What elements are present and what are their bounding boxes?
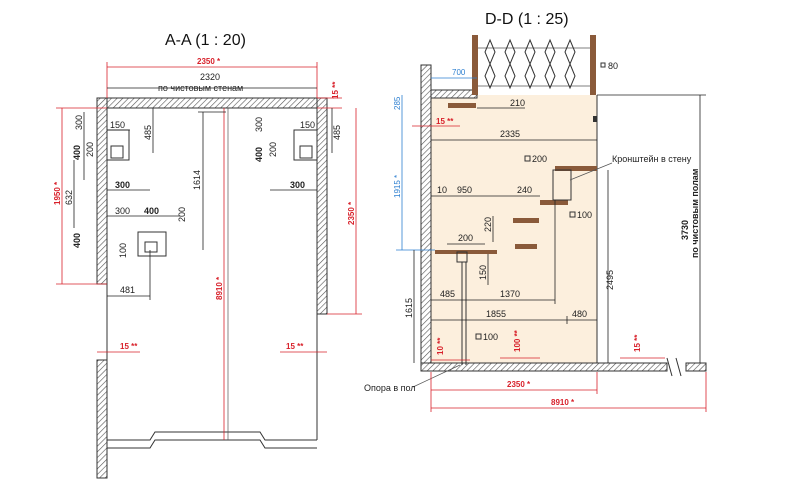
svg-text:400: 400 (254, 147, 264, 162)
dd-shelf-3 (513, 218, 539, 223)
svg-text:400: 400 (72, 145, 82, 160)
svg-text:300: 300 (115, 206, 130, 216)
aa-left-wall (96, 97, 108, 285)
section-dd-title: D-D (1 : 25) (485, 11, 569, 28)
dd-left-wall (420, 64, 432, 366)
svg-text:1855: 1855 (486, 309, 506, 319)
svg-text:632: 632 (64, 190, 74, 205)
section-aa: A-A (1 : 20) 2350 * 2320 по чистовым сте… (53, 32, 362, 479)
aa-dim-15-right: 15 ** (286, 342, 304, 351)
section-dd: D-D (1 : 25) 80 (364, 11, 707, 412)
aa-dim-15-left: 15 ** (120, 342, 138, 351)
dd-shelf-top (448, 103, 476, 108)
aa-dim-top-caption: по чистовым стенам (158, 83, 243, 93)
aa-break-line (107, 431, 317, 441)
dd-dim-15: 15 ** (436, 117, 454, 126)
svg-text:10: 10 (437, 185, 447, 195)
aa-bracket-upper-left (106, 129, 130, 161)
svg-text:10 **: 10 ** (436, 337, 445, 355)
svg-text:1370: 1370 (500, 289, 520, 299)
svg-text:485: 485 (332, 125, 342, 140)
svg-text:200: 200 (177, 207, 187, 222)
svg-text:150: 150 (300, 120, 315, 130)
svg-text:по чистовым полам: по чистовым полам (690, 168, 700, 258)
svg-text:480: 480 (572, 309, 587, 319)
aa-dim-1614: 1614 (192, 170, 202, 190)
dd-step-block-1 (552, 169, 572, 201)
aa-bracket-middle (137, 231, 167, 257)
dd-shelf-4 (515, 244, 537, 249)
svg-text:150: 150 (478, 265, 488, 280)
svg-text:300: 300 (115, 180, 130, 190)
svg-text:150: 150 (110, 120, 125, 130)
svg-text:2335: 2335 (500, 129, 520, 139)
svg-text:220: 220 (483, 217, 493, 232)
dd-dim-285: 285 (393, 96, 402, 110)
dd-dim-700: 700 (452, 68, 466, 77)
dd-dim-2350: 2350 * (507, 380, 531, 389)
dd-railing (472, 35, 606, 95)
svg-text:300: 300 (290, 180, 305, 190)
aa-dim-2350-right: 2350 * (347, 201, 356, 225)
dd-dim-8910: 8910 * (551, 398, 575, 407)
aa-left-wall-lower (96, 359, 108, 479)
svg-text:300: 300 (254, 117, 264, 132)
aa-dim-top-red: 2350 * (197, 57, 221, 66)
svg-text:1615: 1615 (404, 298, 414, 318)
dd-floor (420, 362, 668, 372)
dd-dim-1915: 1915 * (393, 175, 402, 198)
svg-text:200: 200 (458, 233, 473, 243)
svg-text:300: 300 (74, 115, 84, 130)
dd-label-support: Опора в пол (364, 383, 416, 393)
svg-text:80: 80 (608, 61, 618, 71)
svg-text:3730: 3730 (680, 220, 690, 240)
svg-text:100: 100 (577, 210, 592, 220)
svg-text:100: 100 (118, 243, 128, 258)
aa-dim-top-black: 2320 (200, 72, 220, 82)
svg-text:485: 485 (440, 289, 455, 299)
aa-top-wall (96, 97, 328, 109)
svg-text:200: 200 (85, 142, 95, 157)
aa-right-wall (316, 97, 328, 315)
svg-text:2495: 2495 (605, 270, 615, 290)
section-aa-title: A-A (1 : 20) (165, 32, 246, 49)
dd-shelf-2 (540, 200, 568, 205)
svg-text:100 **: 100 ** (513, 329, 522, 352)
svg-text:100: 100 (483, 332, 498, 342)
svg-text:200: 200 (532, 154, 547, 164)
svg-text:210: 210 (510, 98, 525, 108)
svg-text:15 **: 15 ** (633, 334, 642, 352)
svg-text:200: 200 (268, 142, 278, 157)
aa-dim-15-top: 15 ** (331, 81, 340, 99)
svg-text:950: 950 (457, 185, 472, 195)
aa-dim-1950: 1950 * (53, 181, 62, 205)
aa-dim-8910: 8910 * (215, 276, 224, 300)
dd-label-bracket: Кронштейн в стену (612, 154, 692, 164)
svg-text:485: 485 (143, 125, 153, 140)
svg-text:481: 481 (120, 285, 135, 295)
dd-shelf-1 (555, 166, 597, 171)
svg-text:240: 240 (517, 185, 532, 195)
svg-text:400: 400 (144, 206, 159, 216)
aa-bracket-upper-right (293, 129, 318, 161)
svg-text:400: 400 (72, 233, 82, 248)
